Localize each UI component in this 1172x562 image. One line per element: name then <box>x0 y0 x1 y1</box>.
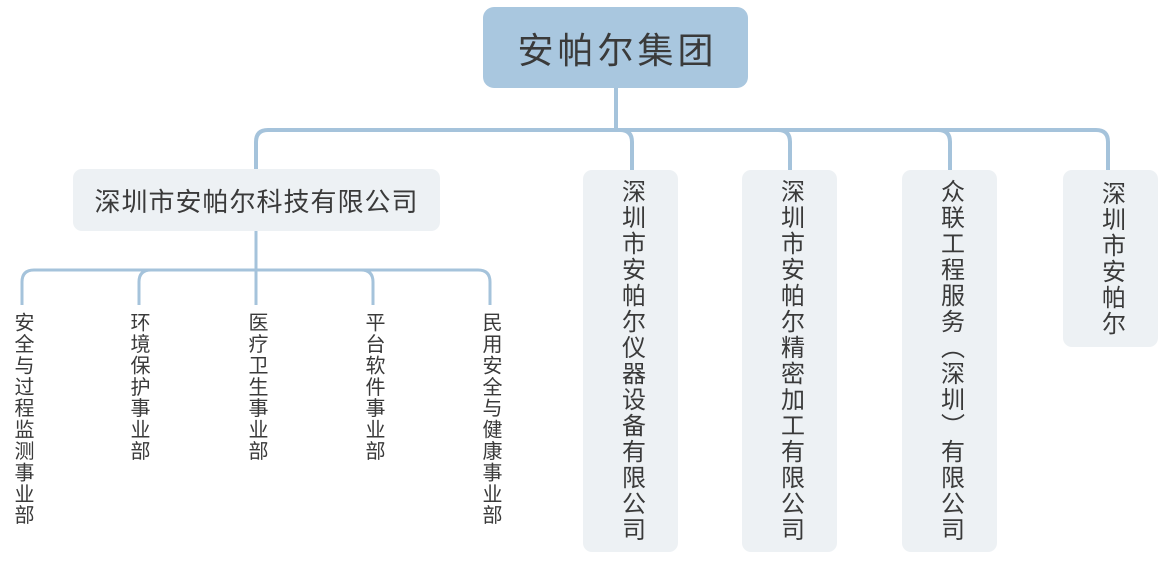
org-node-division-environmental-protection: 环境保护事业部 <box>127 312 149 462</box>
org-node-group-root: 安帕尔集团 <box>483 7 748 88</box>
org-node-company-tech: 深圳市安帕尔科技有限公司 <box>73 169 440 231</box>
company-label: 深圳市安帕尔精密加工有限公司 <box>776 179 804 543</box>
org-node-division-platform-software: 平台软件事业部 <box>362 312 384 462</box>
org-node-company-anpaer: 深圳市安帕尔 <box>1063 170 1158 347</box>
company-label: 深圳市安帕尔仪器设备有限公司 <box>617 179 645 543</box>
org-node-division-civil-safety-health: 民用安全与健康事业部 <box>479 312 501 526</box>
org-node-division-medical-health: 医疗卫生事业部 <box>245 312 267 462</box>
org-node-company-zhonglian: 众联工程服务（深圳）有限公司 <box>902 170 997 552</box>
company-label: 深圳市安帕尔 <box>1097 180 1125 337</box>
company-label: 众联工程服务（深圳）有限公司 <box>936 179 964 543</box>
org-node-company-instruments: 深圳市安帕尔仪器设备有限公司 <box>583 170 678 552</box>
org-node-company-precision: 深圳市安帕尔精密加工有限公司 <box>742 170 837 552</box>
org-node-division-safety-process-monitoring: 安全与过程监测事业部 <box>11 312 33 526</box>
